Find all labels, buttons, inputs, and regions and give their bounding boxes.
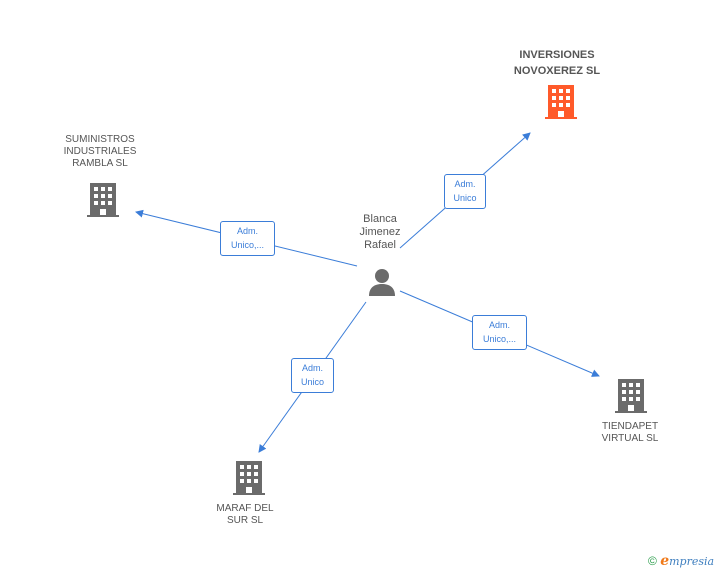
company-label-tiendapet[interactable]: TIENDAPET VIRTUAL SL: [601, 421, 659, 444]
role-box-maraf[interactable]: Adm. Unico: [291, 358, 334, 393]
copyright-symbol: ©: [648, 554, 657, 568]
person-icon[interactable]: [367, 267, 397, 297]
person-name[interactable]: Blanca Jimenez Rafael: [359, 213, 401, 251]
role-box-suministros[interactable]: Adm. Unico,...: [220, 221, 275, 256]
company-label-suministros[interactable]: SUMINISTROS INDUSTRIALES RAMBLA SL: [63, 134, 137, 169]
building-icon[interactable]: [87, 183, 119, 217]
role-box-tiendapet[interactable]: Adm. Unico,...: [472, 315, 527, 350]
brand-rest: mpresia: [669, 555, 715, 568]
brand-e: e: [660, 553, 670, 569]
building-icon[interactable]: [615, 379, 647, 413]
empresia-logo: © empresia: [648, 553, 714, 569]
company-label-maraf[interactable]: MARAF DEL SUR SL: [216, 503, 274, 526]
building-icon[interactable]: [233, 461, 265, 495]
building-icon[interactable]: [545, 85, 577, 119]
company-label-inversiones[interactable]: INVERSIONES NOVOXEREZ SL: [513, 49, 601, 77]
role-box-inversiones[interactable]: Adm. Unico: [444, 174, 486, 209]
